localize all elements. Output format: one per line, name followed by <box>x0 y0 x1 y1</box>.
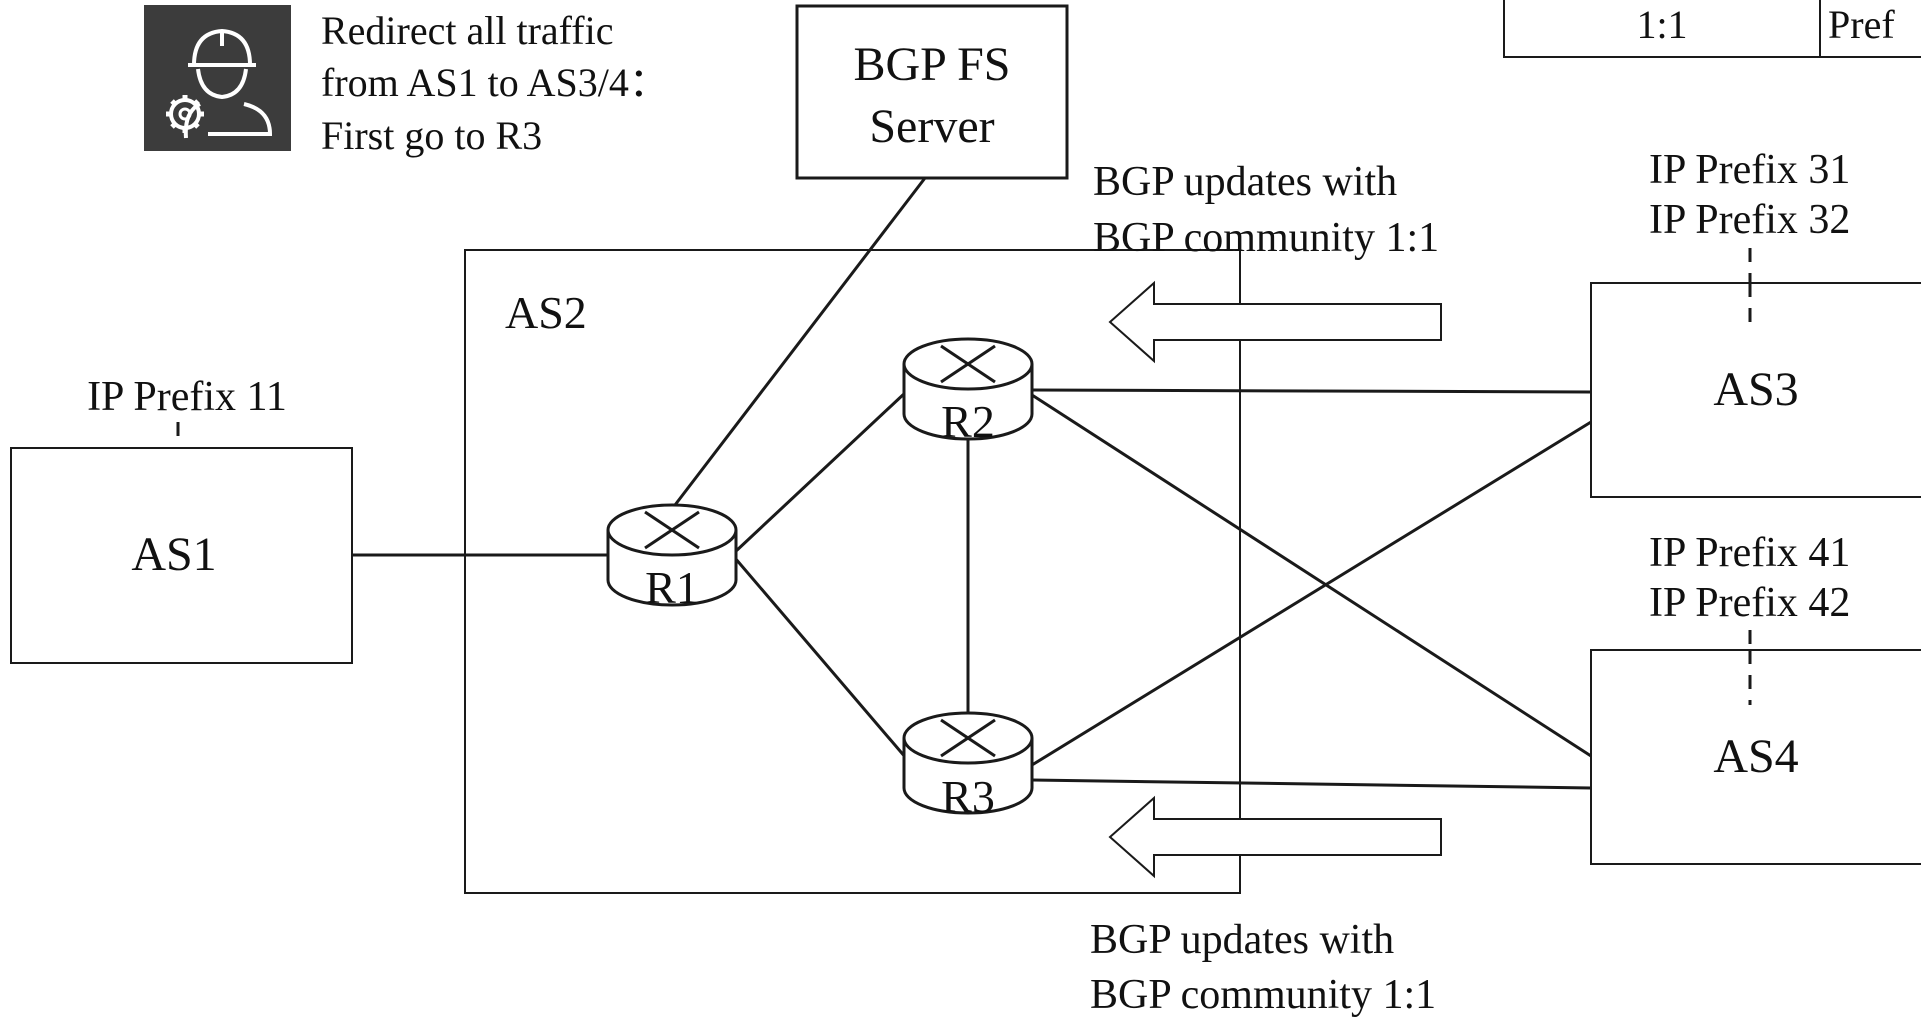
updates-arrow-bottom <box>1108 795 1442 879</box>
table-cell-community: 1:1 <box>1636 2 1687 47</box>
updates-bottom-line-1: BGP updates with <box>1090 917 1394 963</box>
as3-prefix-2: IP Prefix 32 <box>1649 197 1850 243</box>
router-r2: R2 <box>902 337 1034 447</box>
bgp-fs-server: BGP FS Server <box>795 4 1069 180</box>
as4-box: IP Prefix 41 IP Prefix 42 AS4 <box>1590 530 1921 865</box>
operator-note-line-3: First go to R3 <box>321 113 542 158</box>
as1-label: AS1 <box>131 528 216 581</box>
as2-label: AS2 <box>505 287 587 338</box>
operator-note-line-2: from AS1 to AS3/4： <box>321 60 669 105</box>
as4-prefix-2: IP Prefix 42 <box>1649 580 1850 626</box>
router-r3: R3 <box>902 711 1034 822</box>
updates-top-line-1: BGP updates with <box>1093 159 1397 205</box>
link-r1-r2 <box>733 390 908 554</box>
as3-prefix-1: IP Prefix 31 <box>1649 147 1850 193</box>
link-r3-as4 <box>1031 778 1592 790</box>
operator-note-line-1: Redirect all traffic <box>321 8 613 53</box>
links <box>352 177 1592 790</box>
table-cell-prefix: Pref <box>1828 2 1895 47</box>
community-table: 1:1 Pref <box>1503 0 1921 58</box>
router-r1-label: R1 <box>645 562 699 613</box>
link-r2-as4 <box>1031 393 1592 758</box>
updates-label-top: BGP updates with BGP community 1:1 <box>1093 159 1439 261</box>
server-label-line-2: Server <box>869 100 994 153</box>
updates-label-bottom: BGP updates with BGP community 1:1 <box>1090 917 1436 1018</box>
as3-box: IP Prefix 31 IP Prefix 32 AS3 <box>1590 147 1921 498</box>
as1-prefix: IP Prefix 11 <box>87 374 287 420</box>
updates-bottom-line-2: BGP community 1:1 <box>1090 972 1436 1018</box>
operator-note: Redirect all traffic from AS1 to AS3/4： … <box>321 8 669 158</box>
updates-arrow-top <box>1108 280 1442 364</box>
router-r1: R1 <box>606 503 738 613</box>
server-label-line-1: BGP FS <box>854 38 1011 91</box>
as4-prefix-1: IP Prefix 41 <box>1649 530 1850 576</box>
link-r2-as3 <box>1031 388 1592 394</box>
updates-top-line-2: BGP community 1:1 <box>1093 215 1439 261</box>
engineer-gear-icon <box>144 5 291 151</box>
link-r3-as3 <box>1031 420 1592 767</box>
as2-box: AS2 <box>464 249 1241 894</box>
as3-label: AS3 <box>1713 363 1798 416</box>
router-r2-label: R2 <box>941 396 995 447</box>
link-server-r1 <box>673 177 927 506</box>
as4-label: AS4 <box>1713 730 1798 783</box>
link-r1-r3 <box>733 557 908 759</box>
router-r3-label: R3 <box>941 771 995 822</box>
as1-box: IP Prefix 11 AS1 <box>10 374 353 664</box>
